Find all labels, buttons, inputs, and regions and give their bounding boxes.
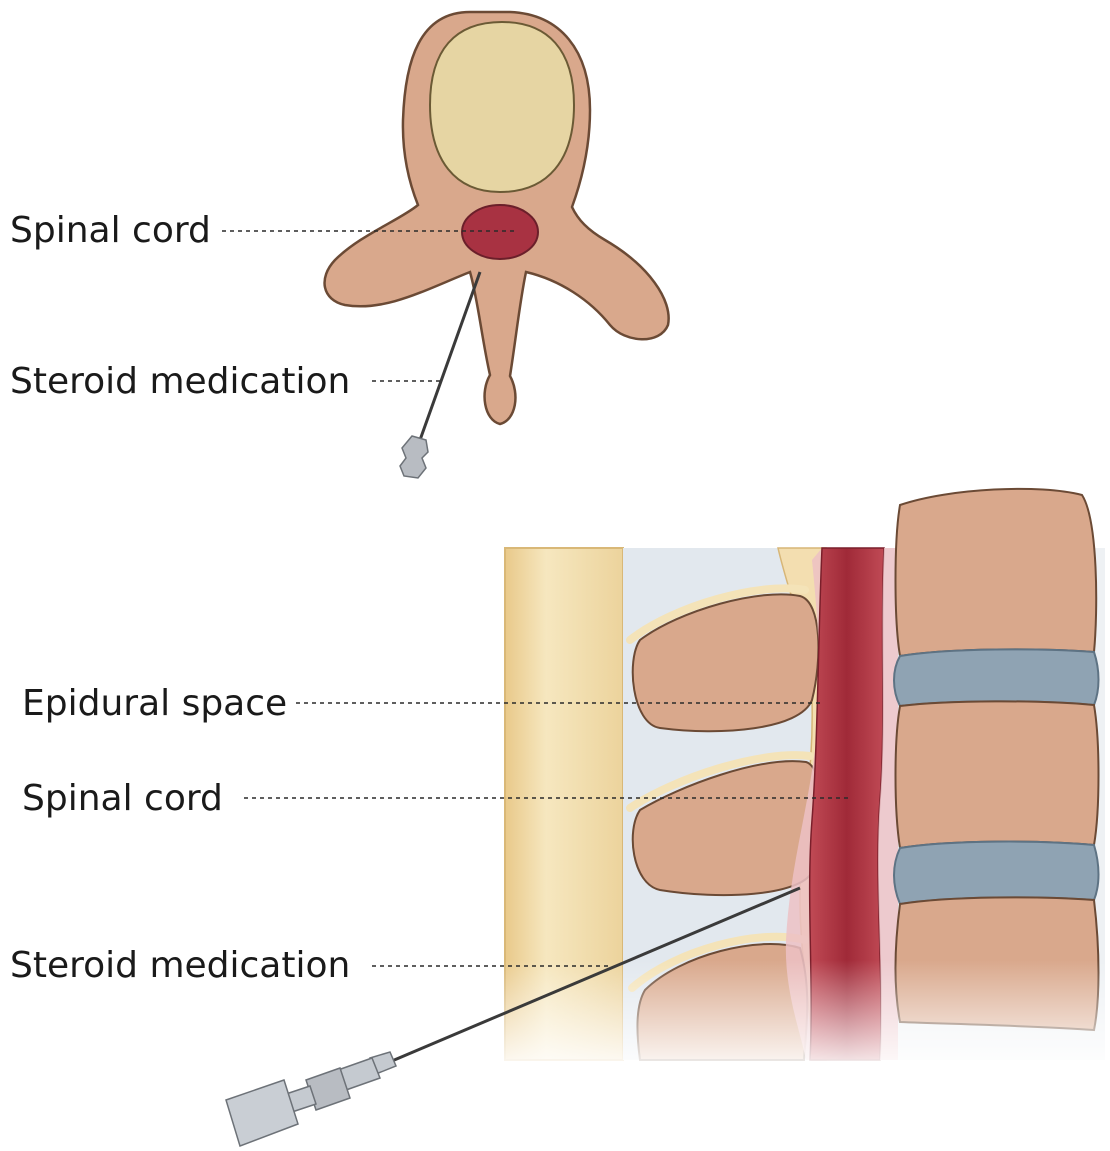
side-needle-hub: [226, 1052, 396, 1146]
axial-vertebra-view: [325, 12, 669, 478]
top-needle: [420, 272, 480, 440]
label-epidural-space: Epidural space: [22, 683, 287, 724]
label-spinal-cord-top: Spinal cord: [10, 210, 211, 251]
top-needle-hub: [400, 436, 428, 478]
sagittal-spine-view: [226, 489, 1108, 1146]
vertebral-body: [430, 22, 574, 192]
label-steroid-medication-top: Steroid medication: [10, 361, 350, 402]
label-steroid-medication-side: Steroid medication: [10, 945, 350, 986]
spinal-cord-cross-section: [462, 205, 538, 259]
bottom-fade: [500, 540, 1108, 1065]
label-spinal-cord-side: Spinal cord: [22, 778, 223, 819]
